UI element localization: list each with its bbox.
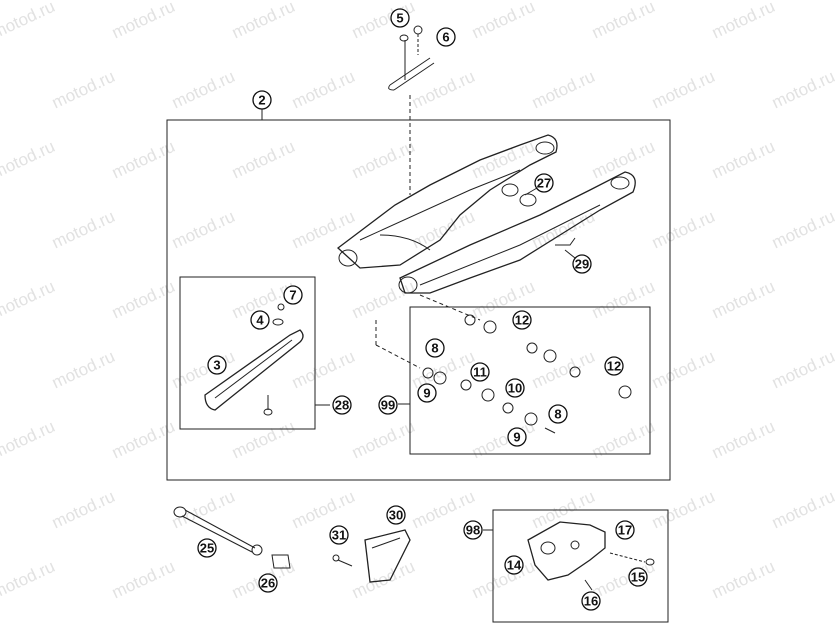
callout-circle — [390, 8, 410, 28]
bearing-kit-group-frame — [409, 306, 651, 455]
callout-circle — [332, 395, 352, 415]
callout-number: 2 — [258, 93, 265, 108]
callout-number: 15 — [631, 570, 645, 585]
callout-circle — [250, 310, 270, 330]
callout-number: 4 — [256, 313, 264, 328]
callout-number: 17 — [618, 523, 632, 538]
axle-part — [173, 506, 291, 569]
callout-12: 12 — [512, 310, 532, 330]
callout-circle — [505, 378, 525, 398]
callout-31: 31 — [329, 525, 349, 545]
callout-number: 10 — [508, 381, 522, 396]
callout-12: 12 — [604, 356, 624, 376]
callout-number: 25 — [200, 541, 214, 556]
callout-10: 10 — [505, 378, 525, 398]
callout-number: 16 — [584, 594, 598, 609]
callout-circle — [283, 285, 303, 305]
callout-16: 16 — [581, 591, 601, 611]
callout-circle — [197, 538, 217, 558]
callout-circle — [378, 395, 398, 415]
callout-circle — [615, 520, 635, 540]
callout-number: 9 — [423, 386, 430, 401]
callout-circle — [512, 310, 532, 330]
chain-guide-bracket-part — [527, 521, 655, 591]
callout-number: 9 — [513, 430, 520, 445]
swingarm-group-frame — [166, 119, 671, 481]
callout-6: 6 — [436, 27, 456, 47]
callout-3: 3 — [207, 355, 227, 375]
swingarm-part — [336, 134, 636, 294]
callout-circle — [386, 505, 406, 525]
callout-25: 25 — [197, 538, 217, 558]
callout-28: 28 — [332, 395, 352, 415]
callout-8: 8 — [548, 404, 568, 424]
chain-guide-group-frame — [492, 509, 669, 623]
chain-guide-lower-part — [332, 529, 411, 583]
callout-number: 8 — [431, 341, 438, 356]
top-bolt-part — [388, 25, 435, 195]
callout-9: 9 — [417, 383, 437, 403]
callout-number: 5 — [396, 11, 403, 26]
chain-slider-part — [204, 303, 304, 416]
callout-5: 5 — [390, 8, 410, 28]
callout-circle — [470, 362, 490, 382]
callout-circle — [436, 27, 456, 47]
callout-2: 2 — [252, 90, 272, 110]
callout-circle — [534, 173, 554, 193]
callout-number: 29 — [575, 257, 589, 272]
callout-11: 11 — [470, 362, 490, 382]
callout-circle — [548, 404, 568, 424]
callout-number: 31 — [332, 528, 346, 543]
callout-circle — [329, 525, 349, 545]
callout-circle — [507, 427, 527, 447]
callout-number: 30 — [389, 508, 403, 523]
callout-number: 8 — [554, 407, 561, 422]
callout-circle — [581, 591, 601, 611]
callout-circle — [504, 555, 524, 575]
callout-number: 12 — [515, 313, 529, 328]
callout-number: 27 — [537, 176, 551, 191]
callout-number: 7 — [289, 288, 296, 303]
callout-14: 14 — [504, 555, 524, 575]
callout-15: 15 — [628, 567, 648, 587]
callout-7: 7 — [283, 285, 303, 305]
callout-circle — [425, 338, 445, 358]
callout-circle — [572, 254, 592, 274]
callout-number: 12 — [607, 359, 621, 374]
callout-number: 98 — [466, 523, 480, 538]
callout-4: 4 — [250, 310, 270, 330]
callout-17: 17 — [615, 520, 635, 540]
callout-number: 99 — [381, 398, 395, 413]
callout-8: 8 — [425, 338, 445, 358]
callout-circle — [252, 90, 272, 110]
callout-circle — [463, 520, 483, 540]
callout-number: 11 — [473, 365, 487, 380]
callout-number: 14 — [507, 558, 522, 573]
callout-circle — [207, 355, 227, 375]
callout-9: 9 — [507, 427, 527, 447]
callout-number: 3 — [213, 358, 220, 373]
callout-number: 6 — [442, 30, 449, 45]
callout-26: 26 — [258, 573, 278, 593]
callout-99: 99 — [378, 395, 398, 415]
callout-29: 29 — [572, 254, 592, 274]
callout-circle — [258, 573, 278, 593]
chain-slider-group-frame — [179, 276, 316, 430]
callout-circle — [417, 383, 437, 403]
callout-circle — [604, 356, 624, 376]
callout-27: 27 — [534, 173, 554, 193]
callout-number: 26 — [261, 576, 275, 591]
callout-number: 28 — [335, 398, 349, 413]
bearing-kit-parts — [422, 314, 632, 434]
callout-30: 30 — [386, 505, 406, 525]
callout-98: 98 — [463, 520, 483, 540]
callout-circle — [628, 567, 648, 587]
